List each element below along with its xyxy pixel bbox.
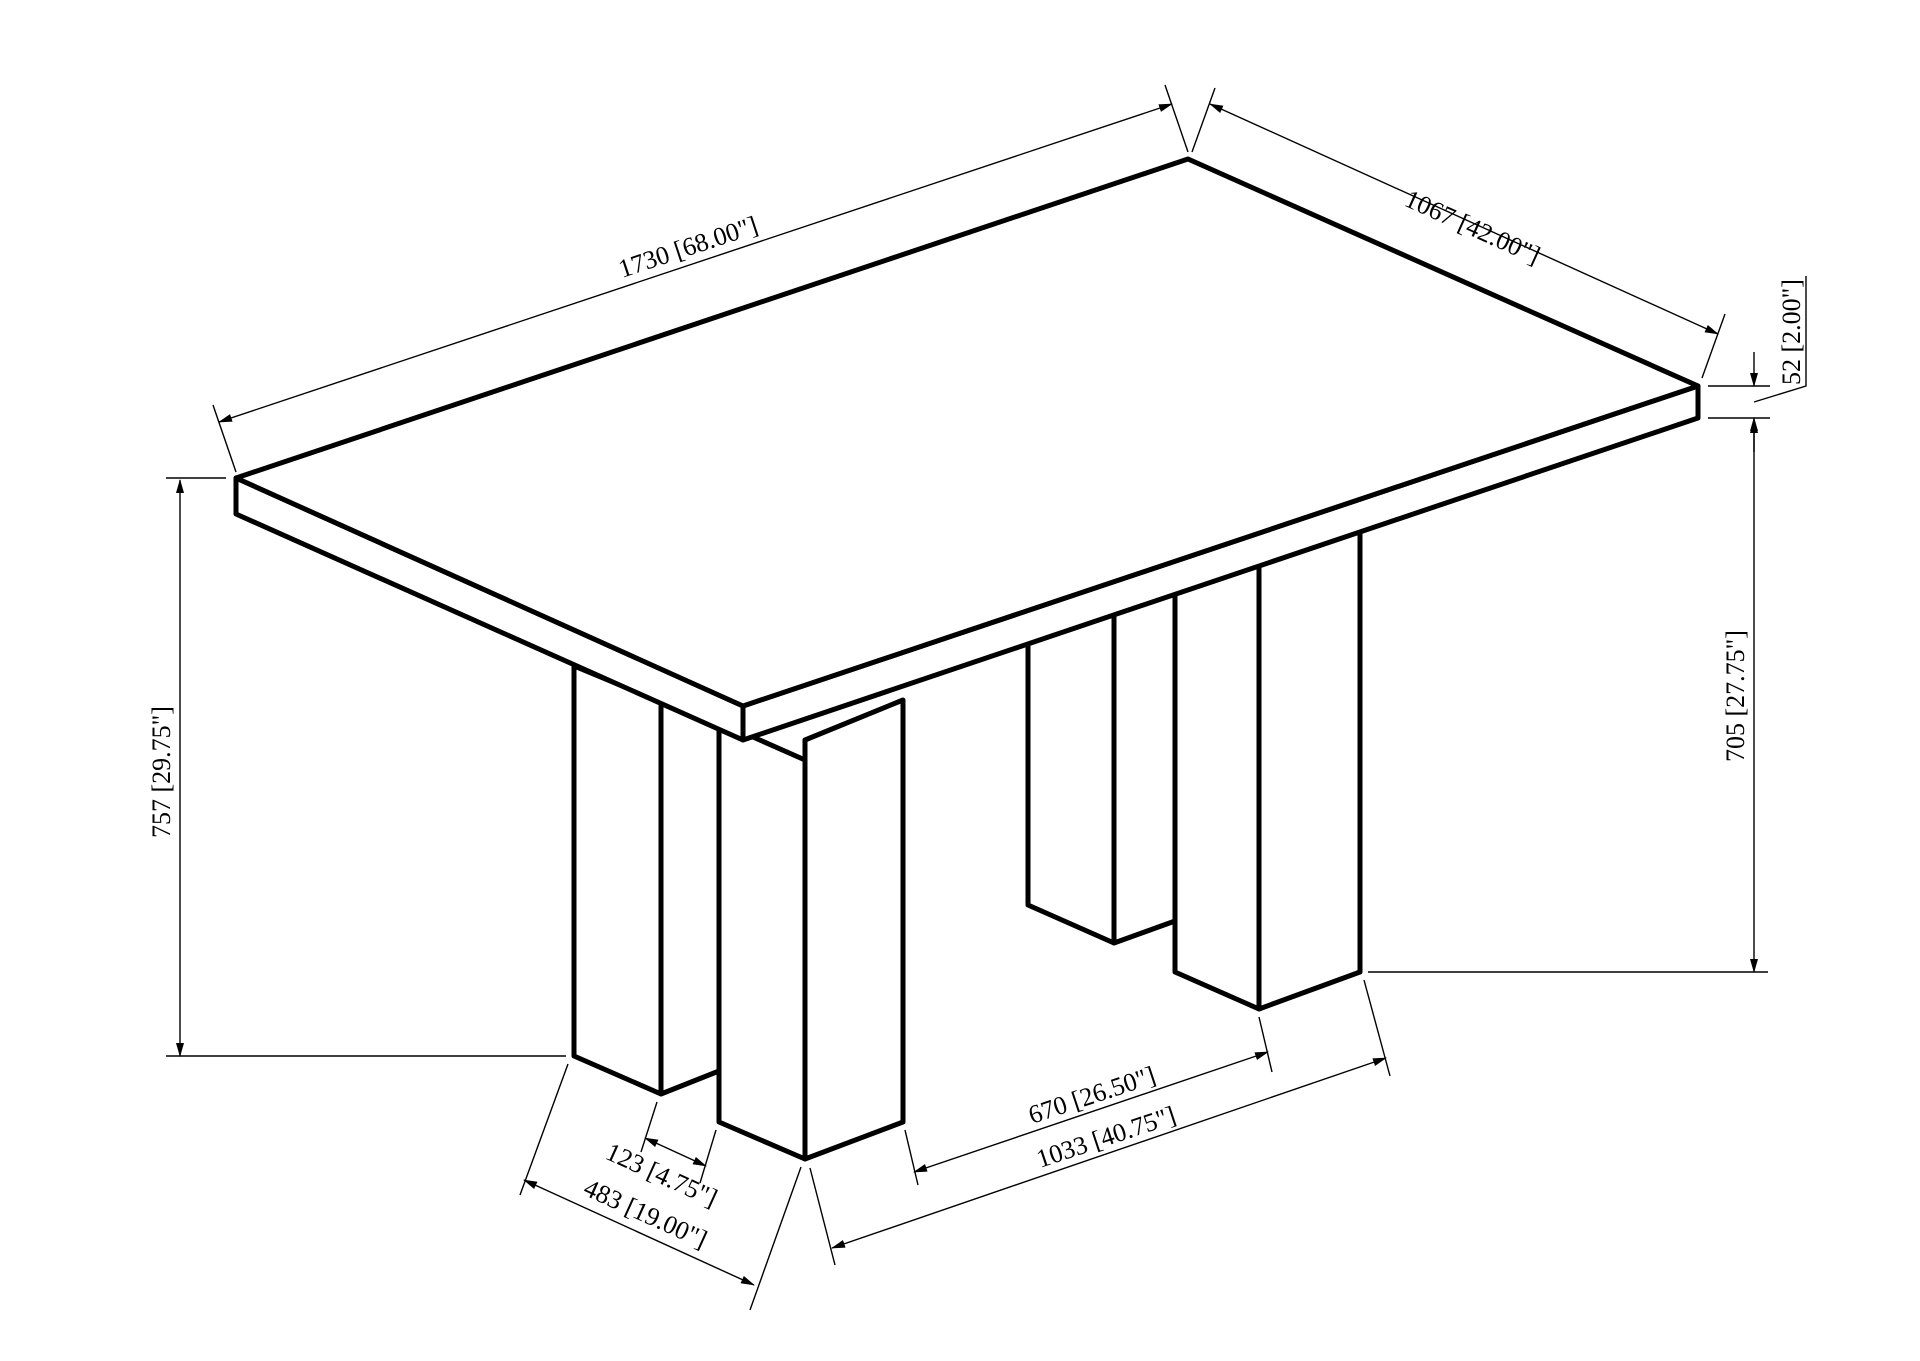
leg-front-left bbox=[716, 697, 906, 1162]
dim-top-thickness-label: 52 [2.00"] bbox=[1777, 279, 1806, 385]
table-top bbox=[233, 156, 1701, 743]
leg-back-left bbox=[571, 663, 722, 1097]
leg-front-right bbox=[1172, 509, 1363, 1012]
dim-overall-height: 757 [29.75"] bbox=[147, 477, 566, 1057]
dim-top-thickness: 52 [2.00"] bbox=[1708, 276, 1807, 452]
dim-overall-height-label: 757 [29.75"] bbox=[147, 706, 176, 838]
dim-under-top-height: 705 [27.75"] bbox=[1368, 419, 1768, 973]
dim-length-label: 1730 [68.00"] bbox=[615, 210, 762, 283]
dim-width-label: 1067 [42.00"] bbox=[1401, 184, 1545, 270]
dim-under-top-height-label: 705 [27.75"] bbox=[1721, 630, 1750, 762]
